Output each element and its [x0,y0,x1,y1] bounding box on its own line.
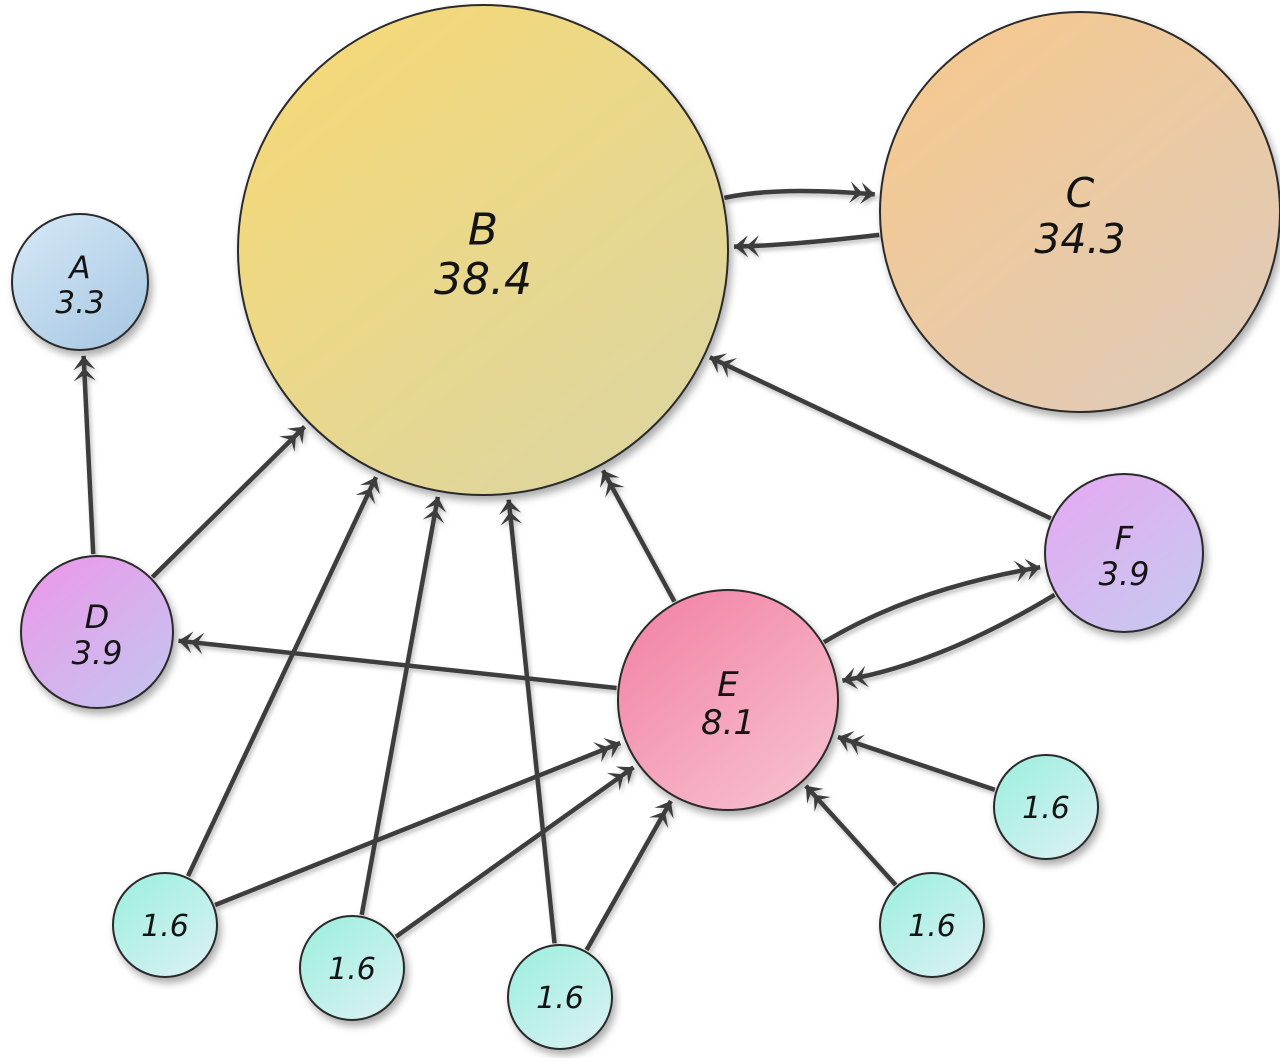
edge-C-B [733,232,880,258]
edge-layer [73,181,1056,952]
edge-F-E [842,592,1056,690]
edge-B-C [723,181,875,205]
edge-P3-B [499,499,557,944]
edge-P3-E [584,799,674,952]
node-P4-value: 1.6 [908,909,956,944]
node-P5 [993,754,1099,860]
node-E-value: 8.1 [701,703,755,743]
node-F-label: F [1115,519,1134,557]
edge-P2-E [394,765,635,939]
edge-P5-E [837,731,996,792]
node-P2 [299,915,405,1021]
node-P3-value: 1.6 [536,981,584,1016]
node-B-label: B [468,205,498,256]
node-P5-value: 1.6 [1022,791,1070,826]
node-P1-value: 1.6 [141,909,189,944]
node-A-label: A [67,250,90,286]
node-F-value: 3.9 [1099,555,1150,593]
node-D-value: 3.9 [72,634,123,672]
node-C-label: C [1066,169,1095,217]
node-A-value: 3.3 [55,285,104,321]
node-C [879,11,1280,413]
node-B-value: 38.4 [434,254,532,305]
node-E [617,589,839,811]
node-P1 [112,872,218,978]
edge-F-B [708,353,1052,521]
node-F [1044,473,1204,633]
node-layer [11,4,1280,1050]
node-B [237,4,729,496]
edge-E-B [600,469,677,603]
edge-E-D [178,631,617,691]
node-D [20,555,174,709]
node-P2-value: 1.6 [328,952,376,987]
edge-P1-B [185,476,380,878]
edge-E-F [822,558,1041,645]
node-P4 [879,872,985,978]
node-P3 [507,944,613,1050]
edge-P2-B [359,496,447,916]
edge-P4-E [804,784,898,887]
label-layer: A3.3B38.4C34.3D3.9E8.1F3.91.61.61.61.61.… [55,169,1149,1016]
edge-D-B [150,424,307,579]
node-D-label: D [85,598,110,636]
edge-P1-E [214,737,622,908]
node-A [11,213,149,351]
node-E-label: E [717,665,739,705]
node-C-value: 34.3 [1034,215,1125,263]
edge-D-A [73,355,96,555]
